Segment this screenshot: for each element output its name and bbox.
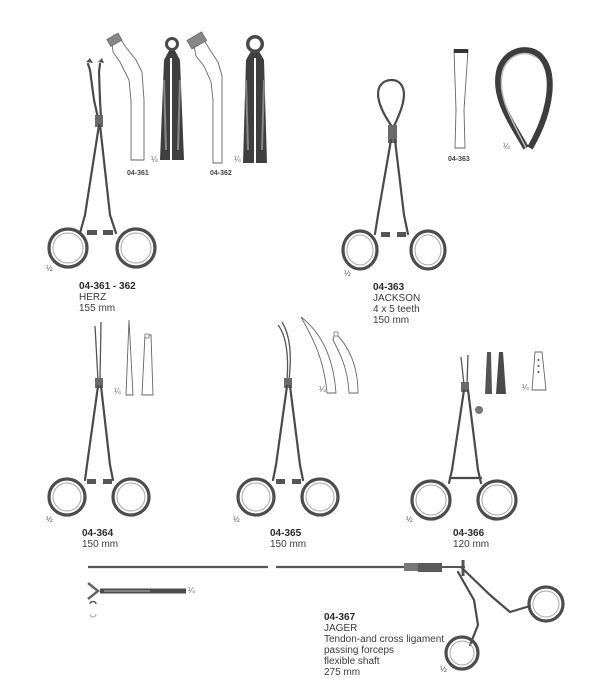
product-length: 120 mm xyxy=(453,539,490,550)
product-length: 155 mm xyxy=(79,303,116,314)
product-code: 04-363 xyxy=(373,282,405,293)
product-name: JAGER xyxy=(324,623,358,634)
product-length: 275 mm xyxy=(324,667,361,678)
scale-04-363: ½ xyxy=(344,269,351,278)
product-code: 04-367 xyxy=(324,612,356,623)
product-name: HERZ xyxy=(79,292,107,303)
product-label-herz: 04-361 - 362 HERZ 155 mm xyxy=(79,281,136,314)
detail-code-04-363: 04-363 xyxy=(448,156,470,163)
product-code: 04-361 - 362 xyxy=(79,281,136,292)
product-code: 04-364 xyxy=(82,528,114,539)
product-label-jager: 04-367 JAGER Tendon-and cross ligament p… xyxy=(324,612,444,678)
scale-04-361: ½ xyxy=(46,264,53,273)
detail-scale-04-367: ¼ xyxy=(188,586,195,595)
product-length: 150 mm xyxy=(82,539,119,550)
product-label-04-364: 04-364 150 mm xyxy=(82,528,118,550)
product-label-jackson: 04-363 JACKSON 4 x 5 teeth 150 mm xyxy=(373,282,420,326)
detail-scale-04-365: ¼ xyxy=(319,385,326,394)
product-spec: 4 x 5 teeth xyxy=(373,304,420,315)
detail-scale-04-363: ¼ xyxy=(503,142,510,151)
detail-scale-04-362: ¼ xyxy=(234,155,241,164)
detail-scale-04-361: ¼ xyxy=(151,155,158,164)
product-length: 150 mm xyxy=(373,315,410,326)
detail-scale-04-366: ¼ xyxy=(522,383,529,392)
scale-04-366: ½ xyxy=(406,515,413,524)
scale-04-365: ½ xyxy=(233,515,240,524)
product-desc-2: passing forceps xyxy=(324,645,395,656)
product-name: JACKSON xyxy=(373,293,421,304)
product-length: 150 mm xyxy=(270,539,307,550)
product-code: 04-366 xyxy=(453,528,485,539)
product-label-04-365: 04-365 150 mm xyxy=(270,528,306,550)
detail-code-04-361: 04-361 xyxy=(127,170,149,177)
detail-scale-04-364: ¼ xyxy=(114,387,121,396)
scale-04-367: ½ xyxy=(440,665,447,674)
product-label-04-366: 04-366 120 mm xyxy=(453,528,489,550)
product-desc-3: flexible shaft xyxy=(324,656,380,667)
product-desc-1: Tendon-and cross ligament xyxy=(324,634,445,645)
scale-04-364: ½ xyxy=(46,515,53,524)
product-code: 04-365 xyxy=(270,528,302,539)
detail-code-04-362: 04-362 xyxy=(210,170,232,177)
